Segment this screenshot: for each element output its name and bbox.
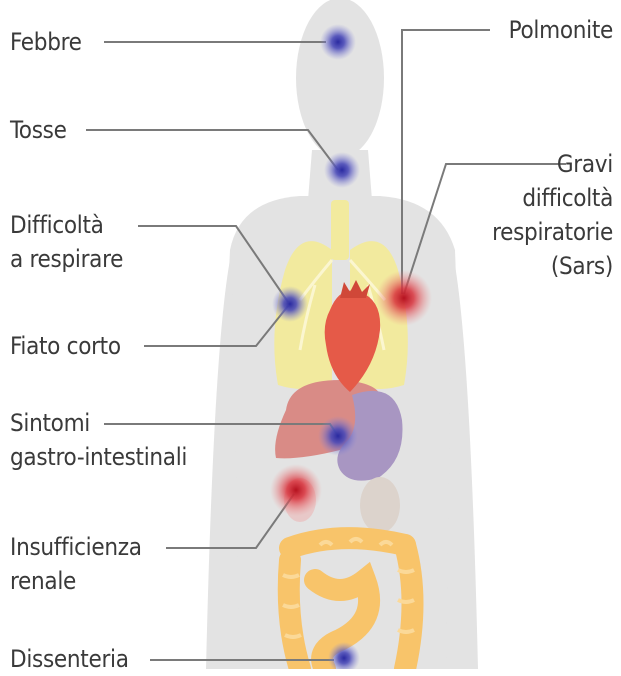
marker-tosse <box>324 152 360 188</box>
label-polmonite: Polmonite <box>509 13 613 47</box>
kidney <box>360 477 400 533</box>
label-sintomi-gastro: Sintomi gastro-intestinali <box>10 406 187 474</box>
marker-renale <box>270 464 322 516</box>
line-tosse <box>86 130 338 170</box>
label-insufficienza-renale: Insufficienza renale <box>10 530 142 598</box>
label-tosse: Tosse <box>10 113 67 147</box>
label-difficolta-respirare: Difficoltà a respirare <box>10 208 123 276</box>
marker-fiato <box>272 286 308 322</box>
trachea <box>331 200 349 260</box>
marker-febbre <box>320 24 356 60</box>
label-dissenteria: Dissenteria <box>10 642 129 676</box>
label-fiato-corto: Fiato corto <box>10 329 121 363</box>
marker-sintomi <box>318 416 358 456</box>
label-febbre: Febbre <box>10 25 82 59</box>
marker-sars <box>376 270 432 326</box>
label-gravi-difficolta: Gravi difficoltà respiratorie (Sars) <box>492 147 613 283</box>
